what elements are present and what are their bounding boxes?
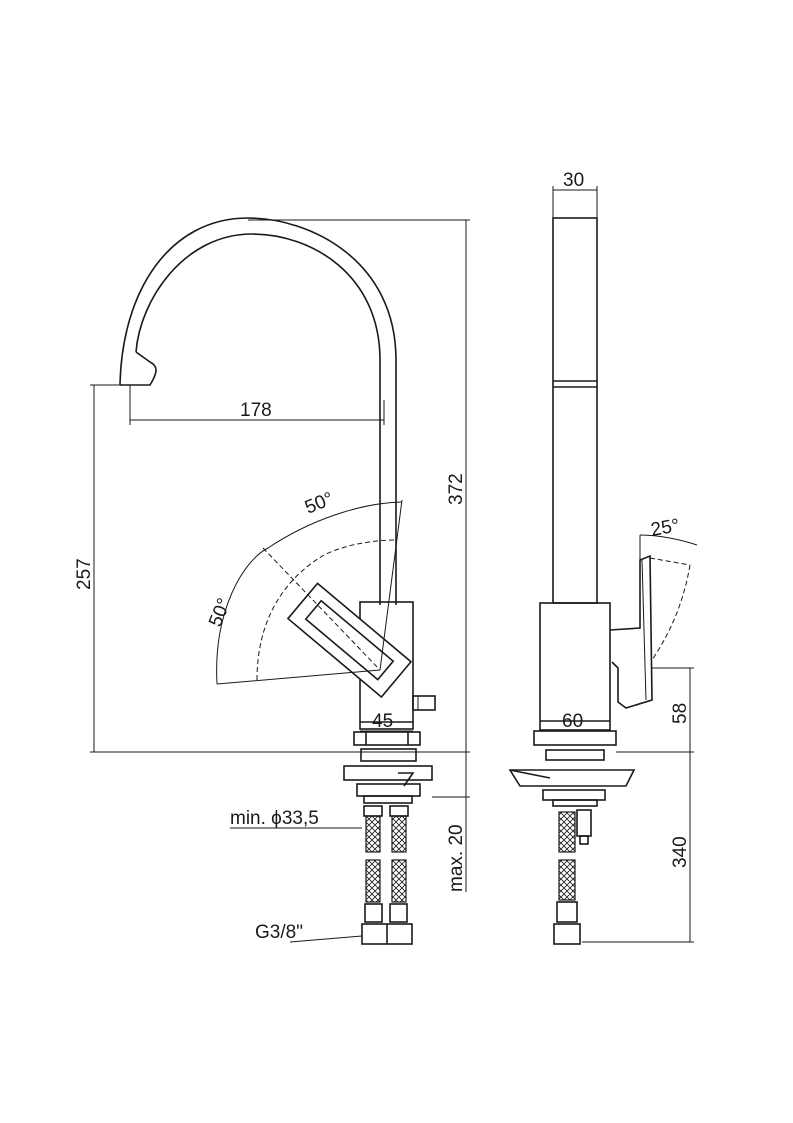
dim-lever-height: 58 xyxy=(670,703,691,724)
dim-deck-height: 257 xyxy=(74,558,95,590)
dim-deck-thickness: max. 20 xyxy=(446,824,467,892)
front-dimensions xyxy=(90,219,470,943)
dim-hole-diameter: min. ϕ33,5 xyxy=(230,808,319,829)
dim-spout-width: 30 xyxy=(563,170,584,191)
dim-total-height: 372 xyxy=(446,473,467,505)
dim-handle-angle-top: 50° xyxy=(302,488,337,518)
dim-handle-angle-side: 50° xyxy=(205,595,235,630)
dim-connection: G3/8" xyxy=(255,922,303,943)
side-lever xyxy=(609,554,653,709)
side-spout xyxy=(552,217,598,604)
dim-hose-length: 340 xyxy=(670,836,691,868)
dim-body-width: 45 xyxy=(372,711,393,732)
angle-arc-inner xyxy=(256,539,398,681)
front-handle xyxy=(286,582,413,699)
spout-tip xyxy=(120,351,157,386)
spout-inner xyxy=(135,233,381,605)
side-dimensions xyxy=(540,186,694,943)
dim-handle-tilt: 25° xyxy=(649,515,681,541)
angle-arc-outer xyxy=(216,501,403,685)
front-view xyxy=(119,217,436,945)
dim-body-depth: 60 xyxy=(562,711,583,732)
side-view xyxy=(508,217,698,945)
dim-spout-reach: 178 xyxy=(240,400,272,421)
spout-outer xyxy=(119,217,397,605)
